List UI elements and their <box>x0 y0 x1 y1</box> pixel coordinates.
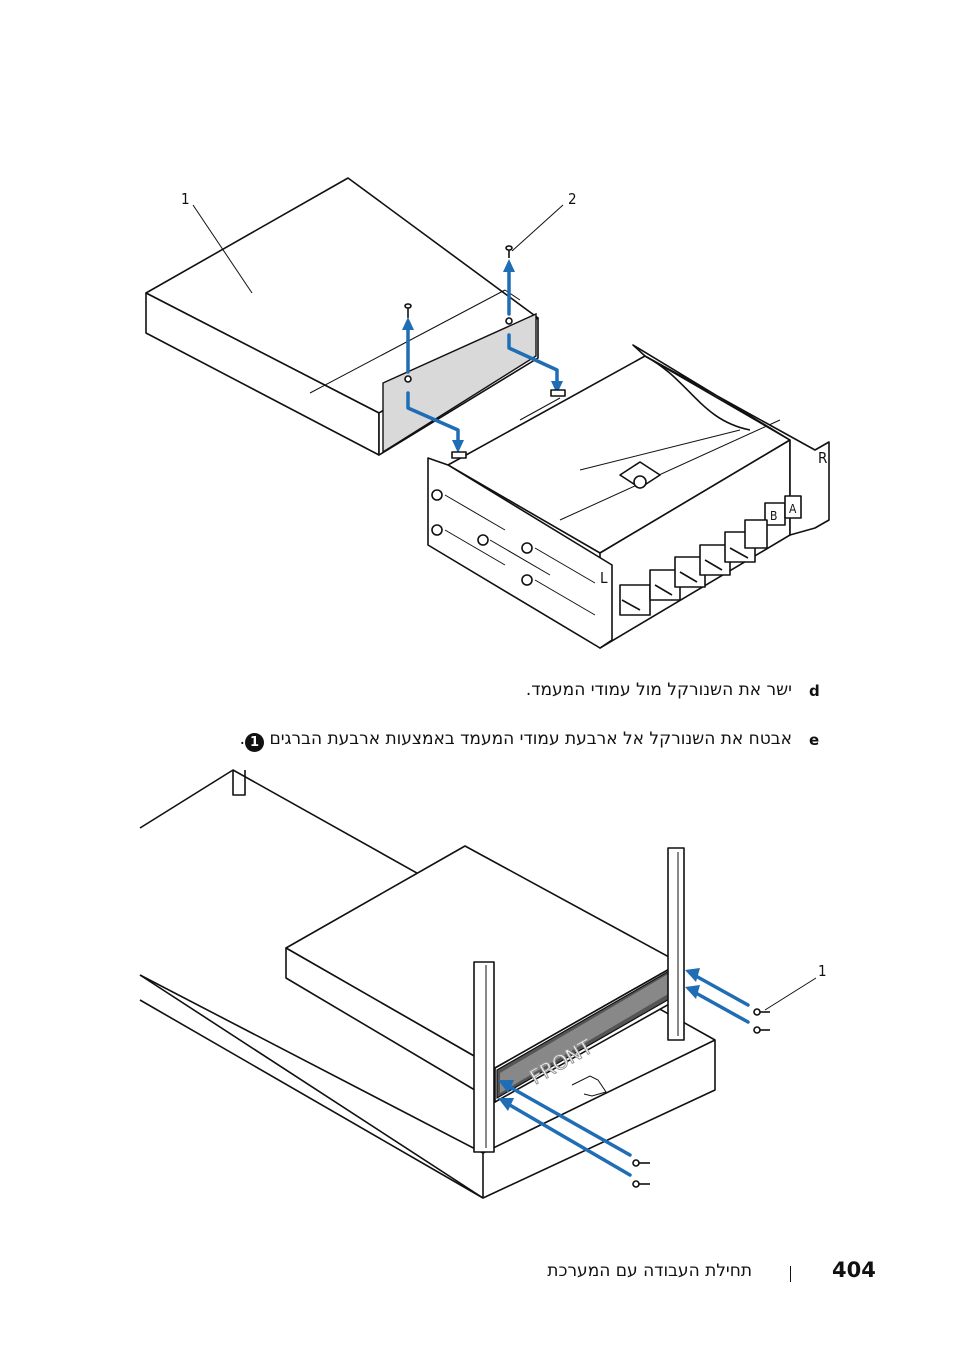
callout-reference-bullet: 1 <box>245 733 265 752</box>
chapter-title: תחילת העבודה עם המערכת <box>547 1261 752 1281</box>
rack-shelf <box>139 769 716 1199</box>
mounting-screws <box>632 1008 770 1188</box>
chassis: L R B A <box>427 344 830 649</box>
callout-2-top: 2 <box>568 190 577 208</box>
top-screws <box>404 245 513 318</box>
bay-label-b: B <box>770 509 777 523</box>
rack-mounting-figure: FRONT 1 <box>139 769 827 1199</box>
callout-1-bottom: 1 <box>818 962 827 980</box>
step-e-letter: e <box>809 731 820 749</box>
page-number: 404 <box>832 1258 876 1282</box>
step-e: אבטח את השנורקל אל ארבעת עמודי המעמד באמ… <box>240 729 792 752</box>
step-d-text: ישר את השנורקל מול עמודי המעמד. <box>525 680 792 700</box>
snorkel-removal-figure: L R B A <box>145 177 830 649</box>
server-unit <box>285 845 681 1103</box>
rack-posts <box>473 847 685 1153</box>
mounting-arrows <box>498 968 750 1177</box>
snorkel-cover <box>145 177 539 456</box>
power-connectors <box>619 519 768 616</box>
removal-arrows <box>402 259 563 453</box>
step-d-letter: d <box>809 682 820 700</box>
rail-label-right: R <box>818 449 827 467</box>
bay-label-a: A <box>789 502 797 516</box>
callout-1-top: 1 <box>181 190 190 208</box>
rail-label-left: L <box>600 569 608 587</box>
step-e-suffix: . <box>239 729 246 749</box>
footer-divider <box>790 1266 791 1282</box>
step-e-text: אבטח את השנורקל אל ארבעת עמודי המעמד באמ… <box>269 729 792 749</box>
